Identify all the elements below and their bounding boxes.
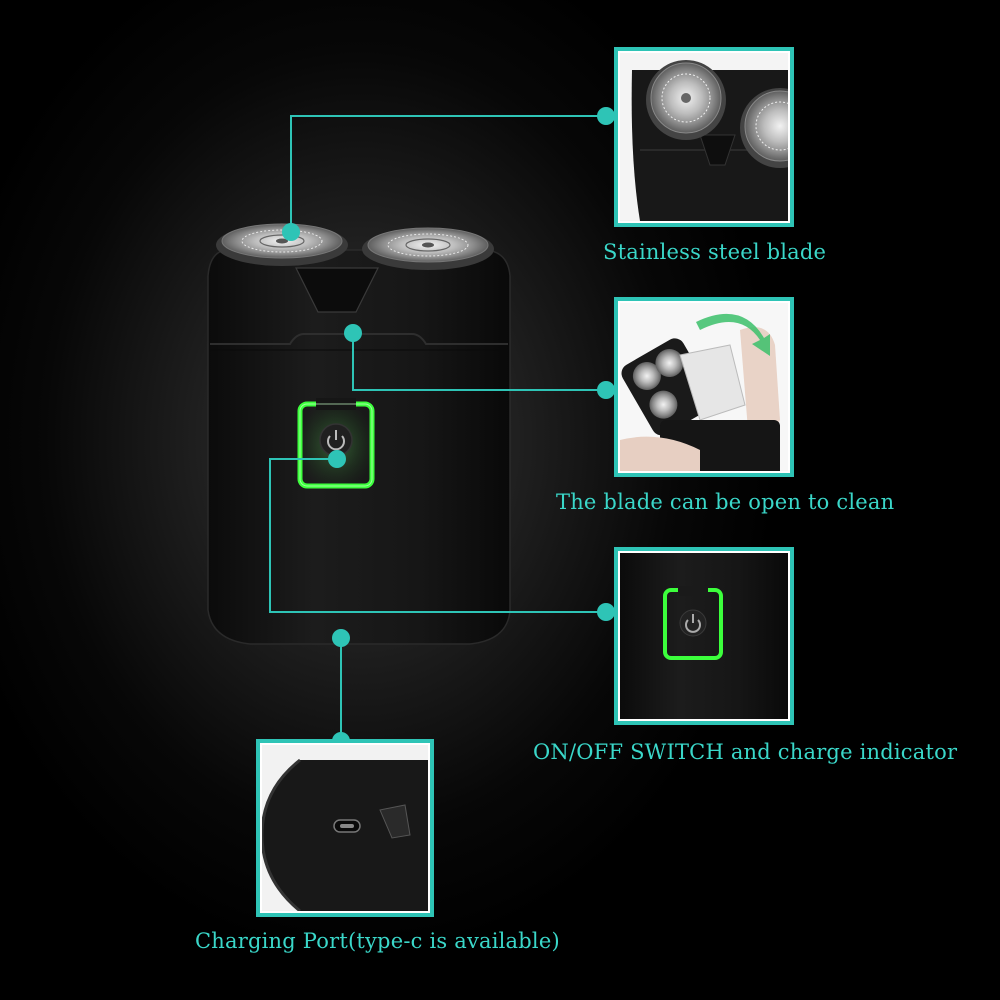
power-icon: [685, 614, 701, 633]
detail-panel-switch: [614, 547, 794, 725]
detail-panel-blade: [614, 47, 794, 227]
callout-dot: [332, 629, 350, 647]
usb-c-port-icon: [333, 819, 361, 833]
power-icon: [327, 430, 345, 451]
detail-panel-port: [256, 739, 434, 917]
callout-line-switch: [269, 458, 606, 613]
caption-stainless-blade: Stainless steel blade: [603, 240, 827, 264]
callout-lines: [269, 115, 606, 741]
shaver-main: [207, 223, 511, 645]
callout-dot: [282, 223, 300, 241]
caption-charging-port: Charging Port(type-c is available): [195, 929, 560, 953]
callout-line-clean: [352, 333, 606, 391]
callout-dot: [597, 381, 615, 399]
caption-on-off-switch: ON/OFF SWITCH and charge indicator: [533, 740, 958, 764]
callout-dot: [597, 603, 615, 621]
callout-dot: [597, 107, 615, 125]
callout-dot: [344, 324, 362, 342]
callout-line-blade: [290, 115, 606, 232]
detail-panel-clean: [614, 297, 794, 477]
callout-dot: [328, 450, 346, 468]
blade-head-left: [216, 223, 348, 266]
blade-head-right: [362, 227, 494, 270]
power-switch: [296, 398, 376, 490]
caption-blade-open-clean: The blade can be open to clean: [556, 490, 895, 514]
